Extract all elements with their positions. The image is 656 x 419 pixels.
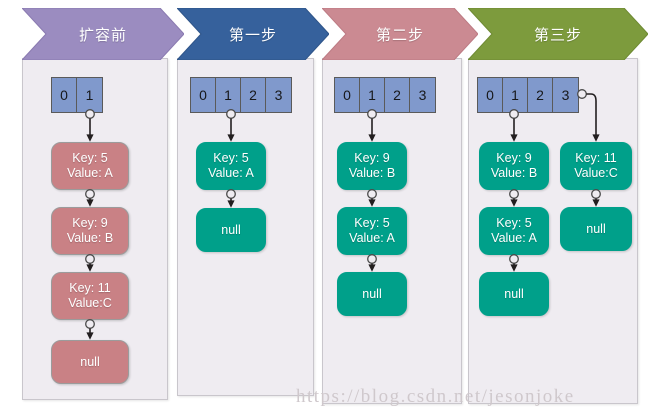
stage-banner-3: 第三步: [468, 8, 648, 60]
node-3-b-1-null: null: [560, 207, 632, 251]
bucket-cell-3-3[interactable]: 3: [553, 78, 578, 112]
node-key: Key: 5: [72, 151, 108, 165]
chevron-shape-3: [468, 8, 648, 60]
bucket-cell-1-0[interactable]: 0: [191, 78, 216, 112]
stage-banner-label-0: 扩容前: [78, 26, 127, 44]
bucket-cell-2-3[interactable]: 3: [410, 78, 435, 112]
node-3-1: Key: 5 Value: A: [479, 207, 549, 255]
node-null: null: [362, 286, 382, 301]
chevron-shape-1: [177, 8, 329, 60]
node-null: null: [586, 221, 606, 236]
node-key: Key: 9: [354, 151, 390, 165]
node-3-0: Key: 9 Value: B: [479, 142, 549, 190]
bucket-cell-2-0[interactable]: 0: [335, 78, 360, 112]
node-key: Key: 11: [69, 281, 111, 295]
bucket-cell-3-1[interactable]: 1: [503, 78, 528, 112]
bucket-cell-1-1[interactable]: 1: [216, 78, 241, 112]
node-value: Value: B: [66, 231, 114, 245]
stage-banner-0: 扩容前: [22, 8, 184, 60]
node-value: Value: A: [349, 231, 395, 245]
node-0-2: Key: 11 Value:C: [51, 272, 129, 320]
node-3-2-null: null: [479, 272, 549, 316]
bucket-cell-2-1[interactable]: 1: [360, 78, 385, 112]
bucket-cell-1-3[interactable]: 3: [266, 78, 291, 112]
node-value: Value: B: [348, 166, 396, 180]
node-key: Key: 5: [496, 216, 532, 230]
bucket-array-0: 0 1: [51, 77, 103, 113]
node-key: Key: 5: [213, 151, 249, 165]
bucket-cell-0-1[interactable]: 1: [77, 78, 102, 112]
node-value: Value: A: [208, 166, 254, 180]
bucket-cell-0-0[interactable]: 0: [52, 78, 77, 112]
node-null: null: [80, 354, 100, 369]
node-3-b-0: Key: 11 Value:C: [560, 142, 632, 190]
node-1-1-null: null: [196, 208, 266, 252]
node-0-0: Key: 5 Value: A: [51, 142, 129, 190]
stage-banner-1: 第一步: [177, 8, 329, 60]
node-null: null: [504, 286, 524, 301]
node-key: Key: 11: [575, 151, 617, 165]
bucket-cell-3-2[interactable]: 2: [528, 78, 553, 112]
node-0-1: Key: 9 Value: B: [51, 207, 129, 255]
bucket-cell-1-2[interactable]: 2: [241, 78, 266, 112]
stage-banner-label-3: 第三步: [533, 26, 582, 44]
node-value: Value: A: [491, 231, 537, 245]
node-value: Value:C: [68, 296, 112, 310]
node-null: null: [221, 222, 241, 237]
watermark-text: https://blog.csdn.net/jesonjoke: [296, 386, 575, 407]
stage-banner-label-1: 第一步: [228, 26, 277, 44]
node-2-0: Key: 9 Value: B: [337, 142, 407, 190]
stage-banner-label-2: 第二步: [375, 26, 424, 44]
node-key: Key: 5: [354, 216, 390, 230]
bucket-array-1: 0 1 2 3: [190, 77, 292, 113]
stage-banner-2: 第二步: [322, 8, 478, 60]
chevron-shape-0: [22, 8, 184, 60]
node-key: Key: 9: [72, 216, 108, 230]
node-2-1: Key: 5 Value: A: [337, 207, 407, 255]
node-value: Value: A: [67, 166, 113, 180]
node-value: Value:C: [574, 166, 618, 180]
bucket-cell-2-2[interactable]: 2: [385, 78, 410, 112]
node-0-3-null: null: [51, 340, 129, 384]
node-key: Key: 9: [496, 151, 532, 165]
bucket-cell-3-0[interactable]: 0: [478, 78, 503, 112]
chevron-shape-2: [322, 8, 478, 60]
node-value: Value: B: [490, 166, 538, 180]
node-2-2-null: null: [337, 272, 407, 316]
bucket-array-2: 0 1 2 3: [334, 77, 436, 113]
node-1-0: Key: 5 Value: A: [196, 142, 266, 190]
bucket-array-3: 0 1 2 3: [477, 77, 579, 113]
